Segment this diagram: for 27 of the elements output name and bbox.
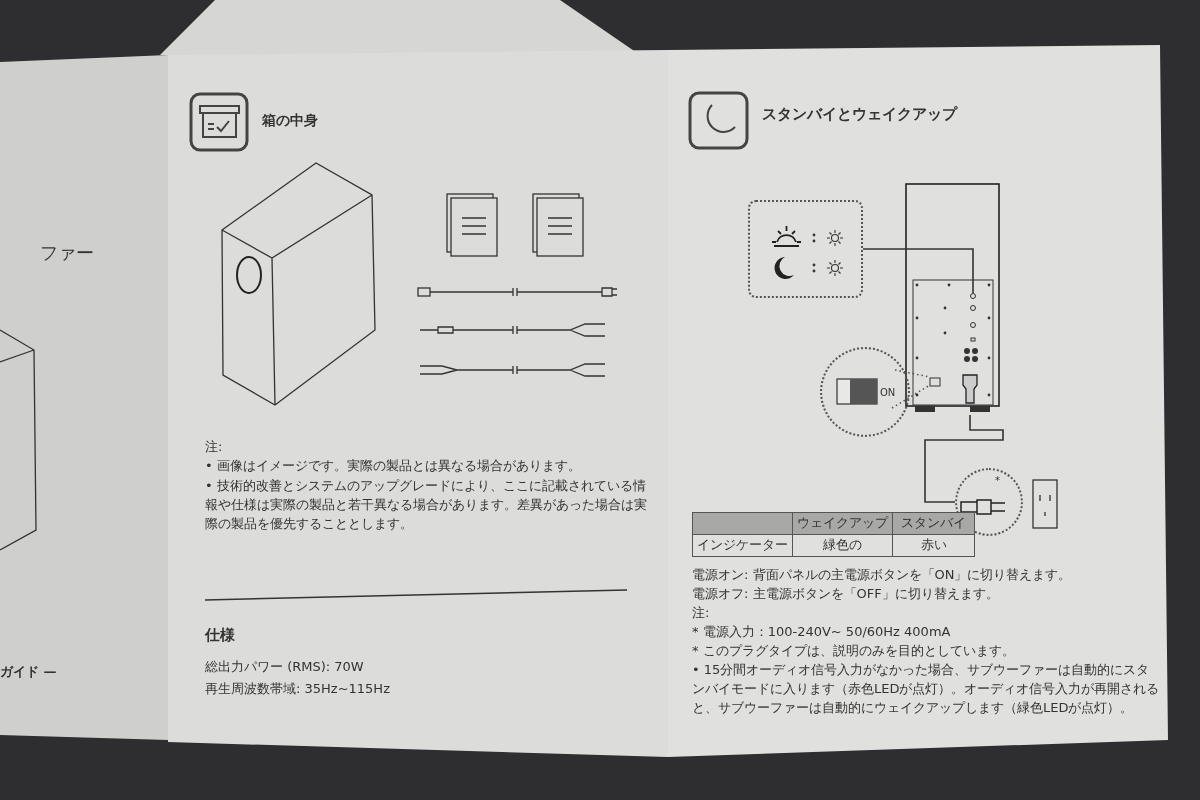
speaker-rear-drawing [905, 183, 1001, 415]
leader-line [862, 248, 974, 294]
note-label: 注: [692, 604, 711, 622]
instruction-text: 電源オン: 背面パネルの主電源ボタンを「ON」に切り替えます。 [692, 566, 1073, 584]
note-text: • 15分間オーディオ信号入力がなかった場合、サブウーファーは自動的にスタンバイモードに入ります（赤色LEDが点灯）。オーディオ信号入力が再開されると、サブウーファーは自動的にウェイクアップします（緑色LEDが点灯）。 [692, 661, 1160, 717]
heading-text: スタンバイとウェイクアップ [762, 104, 959, 125]
note-text: * 電源入力：100-240V~ 50/60Hz 400mA [692, 623, 952, 641]
note-text: • 画像はイメージです。実際の製品とは異なる場合があります。 [205, 457, 582, 475]
note-text: • 技術的改善とシステムのアップグレードにより、ここに記載されている情報や仕様は実際の製品と若干異なる場合があります。差異があった場合は実際の製品を優先することとします。 [205, 477, 648, 533]
spec-text: 総出力パワー (RMS): 70W [205, 658, 365, 676]
heading-text: ガイド — [0, 663, 58, 681]
table-header-cell: スタンバイ [892, 512, 975, 535]
instruction-text: 電源オフ: 主電源ボタンを「OFF」に切り替えます。 [692, 585, 1000, 603]
indicator-callout [748, 200, 863, 298]
indicator-light [970, 293, 976, 299]
note-text: * このプラグタイプは、説明のみを目的としています。 [692, 642, 1016, 660]
power-cord [924, 414, 1004, 503]
switch-callout [820, 347, 910, 437]
table-cell: インジケーター [692, 534, 793, 557]
table-cell: 赤い [892, 534, 975, 557]
note-label: 注: [205, 438, 224, 456]
heading-text: ファー [40, 241, 95, 265]
heading-text: 箱の中身 [262, 111, 319, 130]
spec-text: 再生周波数帯域: 35Hz~115Hz [205, 680, 391, 698]
heading-text: 仕様 [205, 625, 236, 646]
callout-text: * [995, 475, 1000, 486]
callout-text: ON [880, 387, 896, 398]
